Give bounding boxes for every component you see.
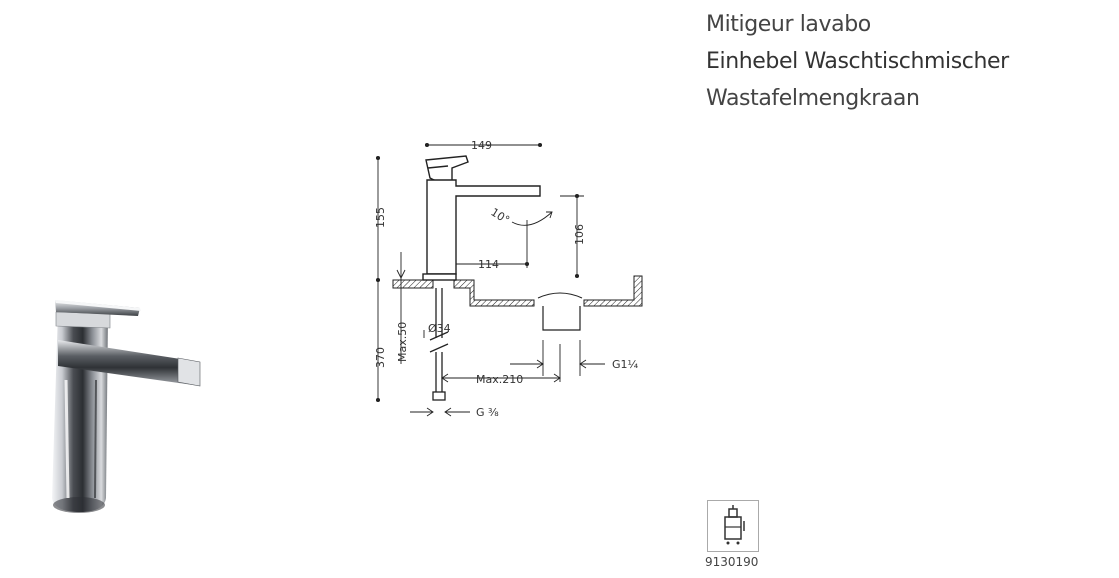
title-dutch: Wastafelmengkraan bbox=[706, 86, 920, 111]
faucet-outline bbox=[422, 155, 541, 281]
dim-reach: 114 bbox=[478, 258, 499, 271]
dim-waste-thread: G1¼ bbox=[612, 358, 639, 371]
dim-hole-diameter: Ø34 bbox=[428, 322, 451, 335]
dim-total-height: 370 bbox=[374, 347, 387, 368]
cartridge-icon bbox=[707, 500, 759, 552]
dimension-labels: 149 155 106 114 10° Max.50 Ø34 370 Max.2… bbox=[374, 139, 639, 419]
faucet-photo bbox=[52, 300, 201, 513]
title-french: Mitigeur lavabo bbox=[706, 12, 871, 37]
title-german: Einhebel Waschtischmischer bbox=[706, 49, 1009, 74]
dim-height: 155 bbox=[374, 207, 387, 228]
supply-hose bbox=[429, 288, 449, 401]
dim-max-distance: Max.210 bbox=[476, 373, 523, 386]
dim-spout-height: 106 bbox=[573, 224, 586, 245]
dim-angle: 10° bbox=[488, 206, 511, 227]
product-code: 9130190 bbox=[705, 555, 759, 569]
dim-supply-thread: G ⅜ bbox=[476, 406, 499, 419]
title-block: Mitigeur lavabo Einhebel Waschtischmisch… bbox=[706, 6, 1009, 117]
dim-width: 149 bbox=[471, 139, 492, 152]
dimension-lines bbox=[375, 142, 605, 417]
basin-section bbox=[392, 275, 643, 331]
dim-max-thickness: Max.50 bbox=[396, 322, 409, 362]
